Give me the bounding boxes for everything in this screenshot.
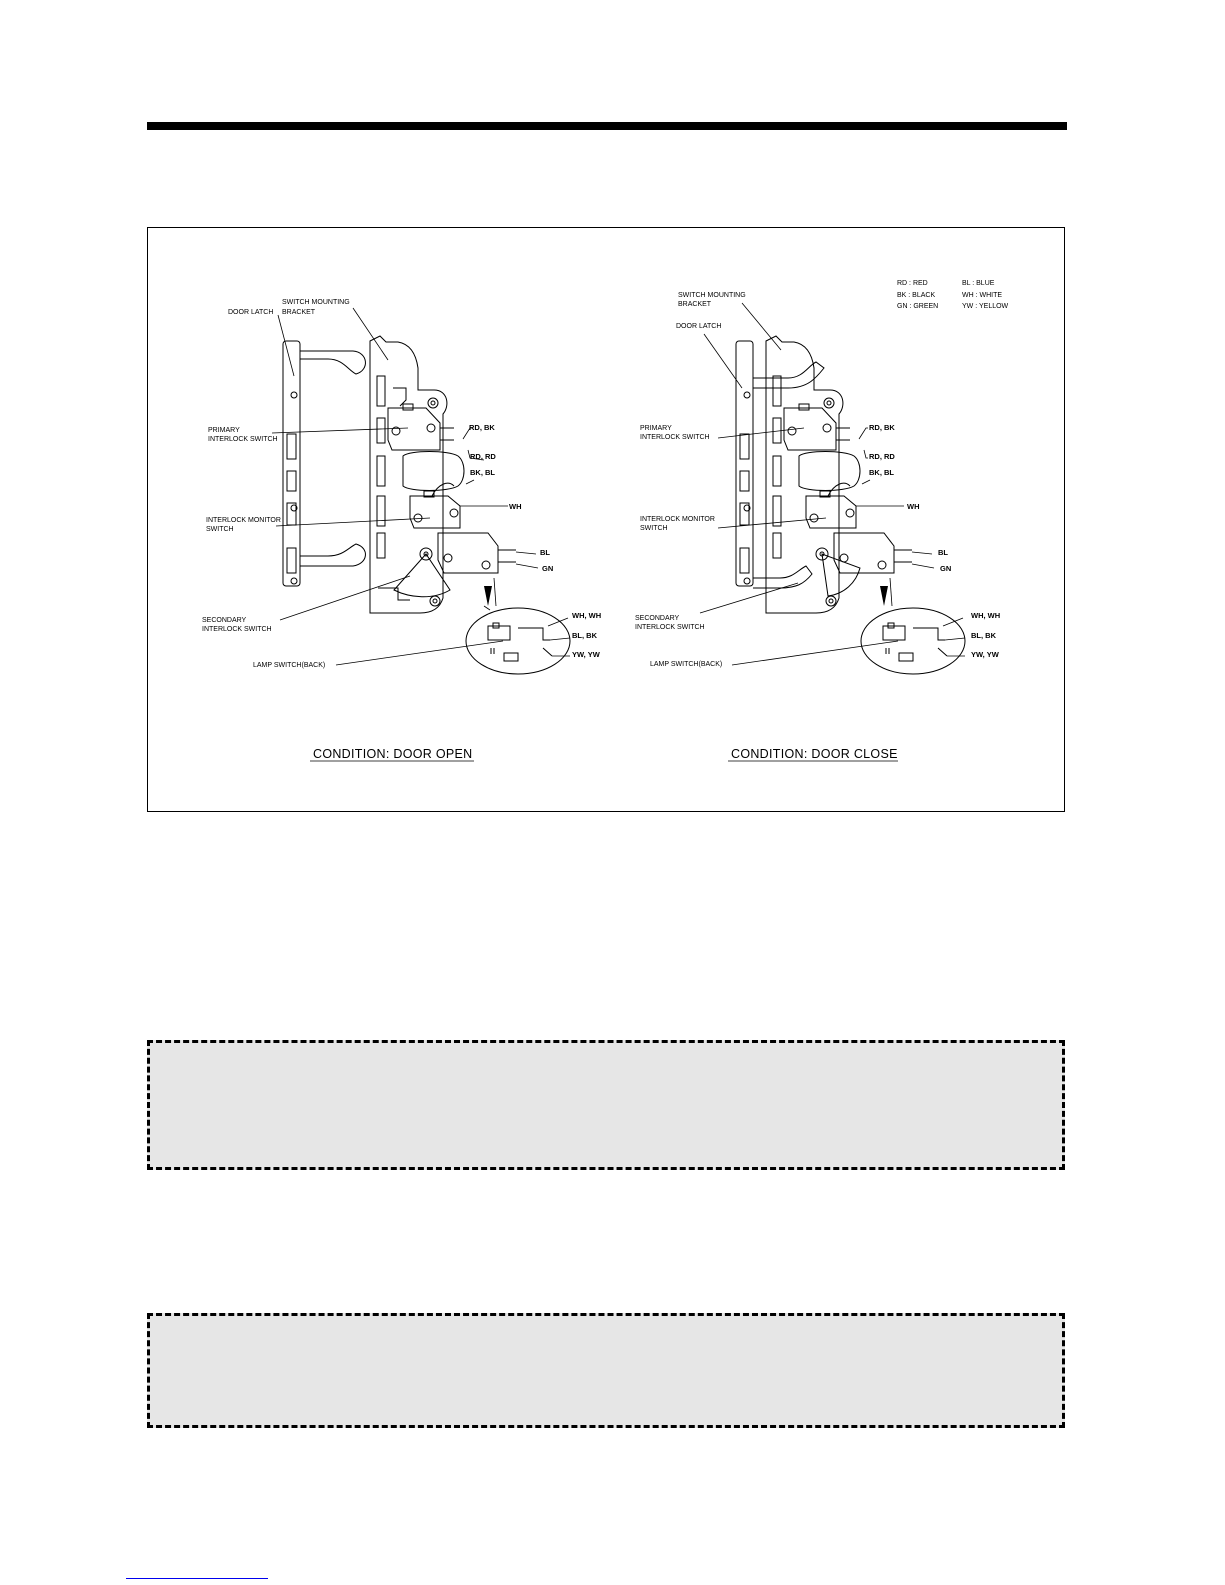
label-bracket-open: BRACKET: [282, 309, 316, 316]
label-primary-switch-close: INTERLOCK SWITCH: [640, 434, 710, 441]
wire-bk-bl-close: BK, BL: [869, 468, 894, 477]
label-monitor-open: INTERLOCK MONITOR: [206, 517, 281, 524]
condition-door-open: CONDITION: DOOR OPEN: [313, 747, 472, 761]
note-box-2: [147, 1313, 1065, 1428]
label-secondary-switch-close: INTERLOCK SWITCH: [635, 624, 705, 631]
interlock-diagram-figure: RD : RED BK : BLACK GN : GREEN BL : BLUE…: [147, 227, 1065, 812]
label-secondary-switch-open: INTERLOCK SWITCH: [202, 626, 272, 633]
panel-door-close: [699, 302, 966, 675]
wire-rd-rd-open: RD, RD: [470, 452, 496, 461]
arrowhead-close: [880, 586, 888, 606]
legend-bl: BL : BLUE: [962, 280, 995, 287]
primary-switch-close: [783, 403, 850, 451]
switch-bracket-open: [369, 335, 465, 614]
label-monitor-close: INTERLOCK MONITOR: [640, 516, 715, 523]
leader-lines-close: [699, 302, 966, 666]
legend-bk: BK : BLACK: [897, 292, 935, 299]
label-bracket-close: BRACKET: [678, 301, 712, 308]
lamp-switch-detail-close: [860, 607, 966, 675]
label-door-latch-close: DOOR LATCH: [676, 323, 721, 330]
label-switch-mounting-close: SWITCH MOUNTING: [678, 292, 746, 299]
legend-yw: YW : YELLOW: [962, 303, 1009, 310]
wire-bk-bl-open: BK, BL: [470, 468, 495, 477]
label-door-latch-open: DOOR LATCH: [228, 309, 273, 316]
wire-wh-wh-close: WH, WH: [971, 611, 1000, 620]
label-secondary-close: SECONDARY: [635, 615, 680, 622]
label-primary-open: PRIMARY: [208, 427, 240, 434]
color-legend: RD : RED BK : BLACK GN : GREEN BL : BLUE…: [897, 280, 1009, 310]
wire-gn-close: GN: [940, 564, 951, 573]
primary-switch-open: [387, 403, 454, 451]
wire-yw-yw-close: YW, YW: [971, 650, 1000, 659]
wire-bl-open: BL: [540, 548, 550, 557]
wire-bl-close: BL: [938, 548, 948, 557]
lamp-switch-detail-open: [465, 607, 571, 675]
leader-lines-open: [271, 307, 571, 666]
interlock-diagram-svg: RD : RED BK : BLACK GN : GREEN BL : BLUE…: [202, 280, 1009, 762]
wire-rd-bk-open: RD, BK: [469, 423, 495, 432]
label-lamp-close: LAMP SWITCH(BACK): [650, 661, 722, 668]
label-primary-close: PRIMARY: [640, 425, 672, 432]
wire-rd-bk-close: RD, BK: [869, 423, 895, 432]
wire-bl-bk-close: BL, BK: [971, 631, 997, 640]
wire-rd-rd-close: RD, RD: [869, 452, 895, 461]
secondary-switch-open: [393, 532, 516, 598]
legend-wh: WH : WHITE: [962, 292, 1002, 299]
arrowhead-open: [484, 586, 492, 606]
legend-rd: RD : RED: [897, 280, 928, 287]
label-primary-switch-open: INTERLOCK SWITCH: [208, 436, 278, 443]
label-monitor-switch-close: SWITCH: [640, 525, 668, 532]
wire-wh-wh-open: WH, WH: [572, 611, 601, 620]
label-monitor-switch-open: SWITCH: [206, 526, 234, 533]
panel-door-open-text: DOOR LATCH SWITCH MOUNTING BRACKET PRIMA…: [202, 299, 601, 762]
header-rule: [147, 122, 1067, 130]
footer-link-underline[interactable]: [126, 1578, 268, 1579]
wire-bl-bk-open: BL, BK: [572, 631, 598, 640]
label-secondary-open: SECONDARY: [202, 617, 247, 624]
condition-door-close: CONDITION: DOOR CLOSE: [731, 747, 898, 761]
monitor-switch-open: [409, 482, 461, 529]
monitor-switch-close: [805, 482, 857, 529]
door-latch-close: [735, 340, 825, 589]
wire-wh-open: WH: [509, 502, 522, 511]
label-switch-mounting-open: SWITCH MOUNTING: [282, 299, 350, 306]
legend-gn: GN : GREEN: [897, 303, 938, 310]
note-box-1: [147, 1040, 1065, 1170]
wire-gn-open: GN: [542, 564, 553, 573]
secondary-switch-close: [815, 532, 912, 597]
panel-door-close-text: SWITCH MOUNTING BRACKET DOOR LATCH PRIMA…: [635, 292, 1000, 762]
door-latch-open: [282, 340, 366, 587]
wire-wh-close: WH: [907, 502, 920, 511]
panel-door-open: [271, 307, 571, 675]
label-lamp-open: LAMP SWITCH(BACK): [253, 662, 325, 669]
wire-yw-yw-open: YW, YW: [572, 650, 601, 659]
